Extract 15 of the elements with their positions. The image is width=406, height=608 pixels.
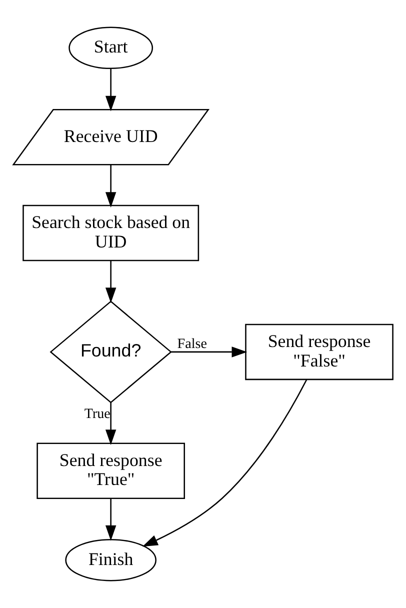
arrow bbox=[105, 164, 116, 208]
node-ellipse: Finish bbox=[65, 538, 156, 582]
arrow bbox=[142, 379, 308, 547]
arrow bbox=[171, 346, 248, 358]
arrow bbox=[105, 260, 116, 303]
edge-label: False bbox=[177, 336, 207, 352]
arrow bbox=[105, 68, 116, 112]
arrow bbox=[105, 498, 116, 541]
node-ellipse: Start bbox=[68, 26, 154, 70]
node-box: Send response "True" bbox=[36, 442, 185, 499]
node-box: Send response "False" bbox=[245, 324, 394, 380]
arrow bbox=[105, 402, 116, 445]
node-box: Search stock based on UID bbox=[22, 204, 200, 262]
edge-label: True bbox=[84, 406, 110, 422]
node-diamond: Found? bbox=[50, 300, 172, 404]
